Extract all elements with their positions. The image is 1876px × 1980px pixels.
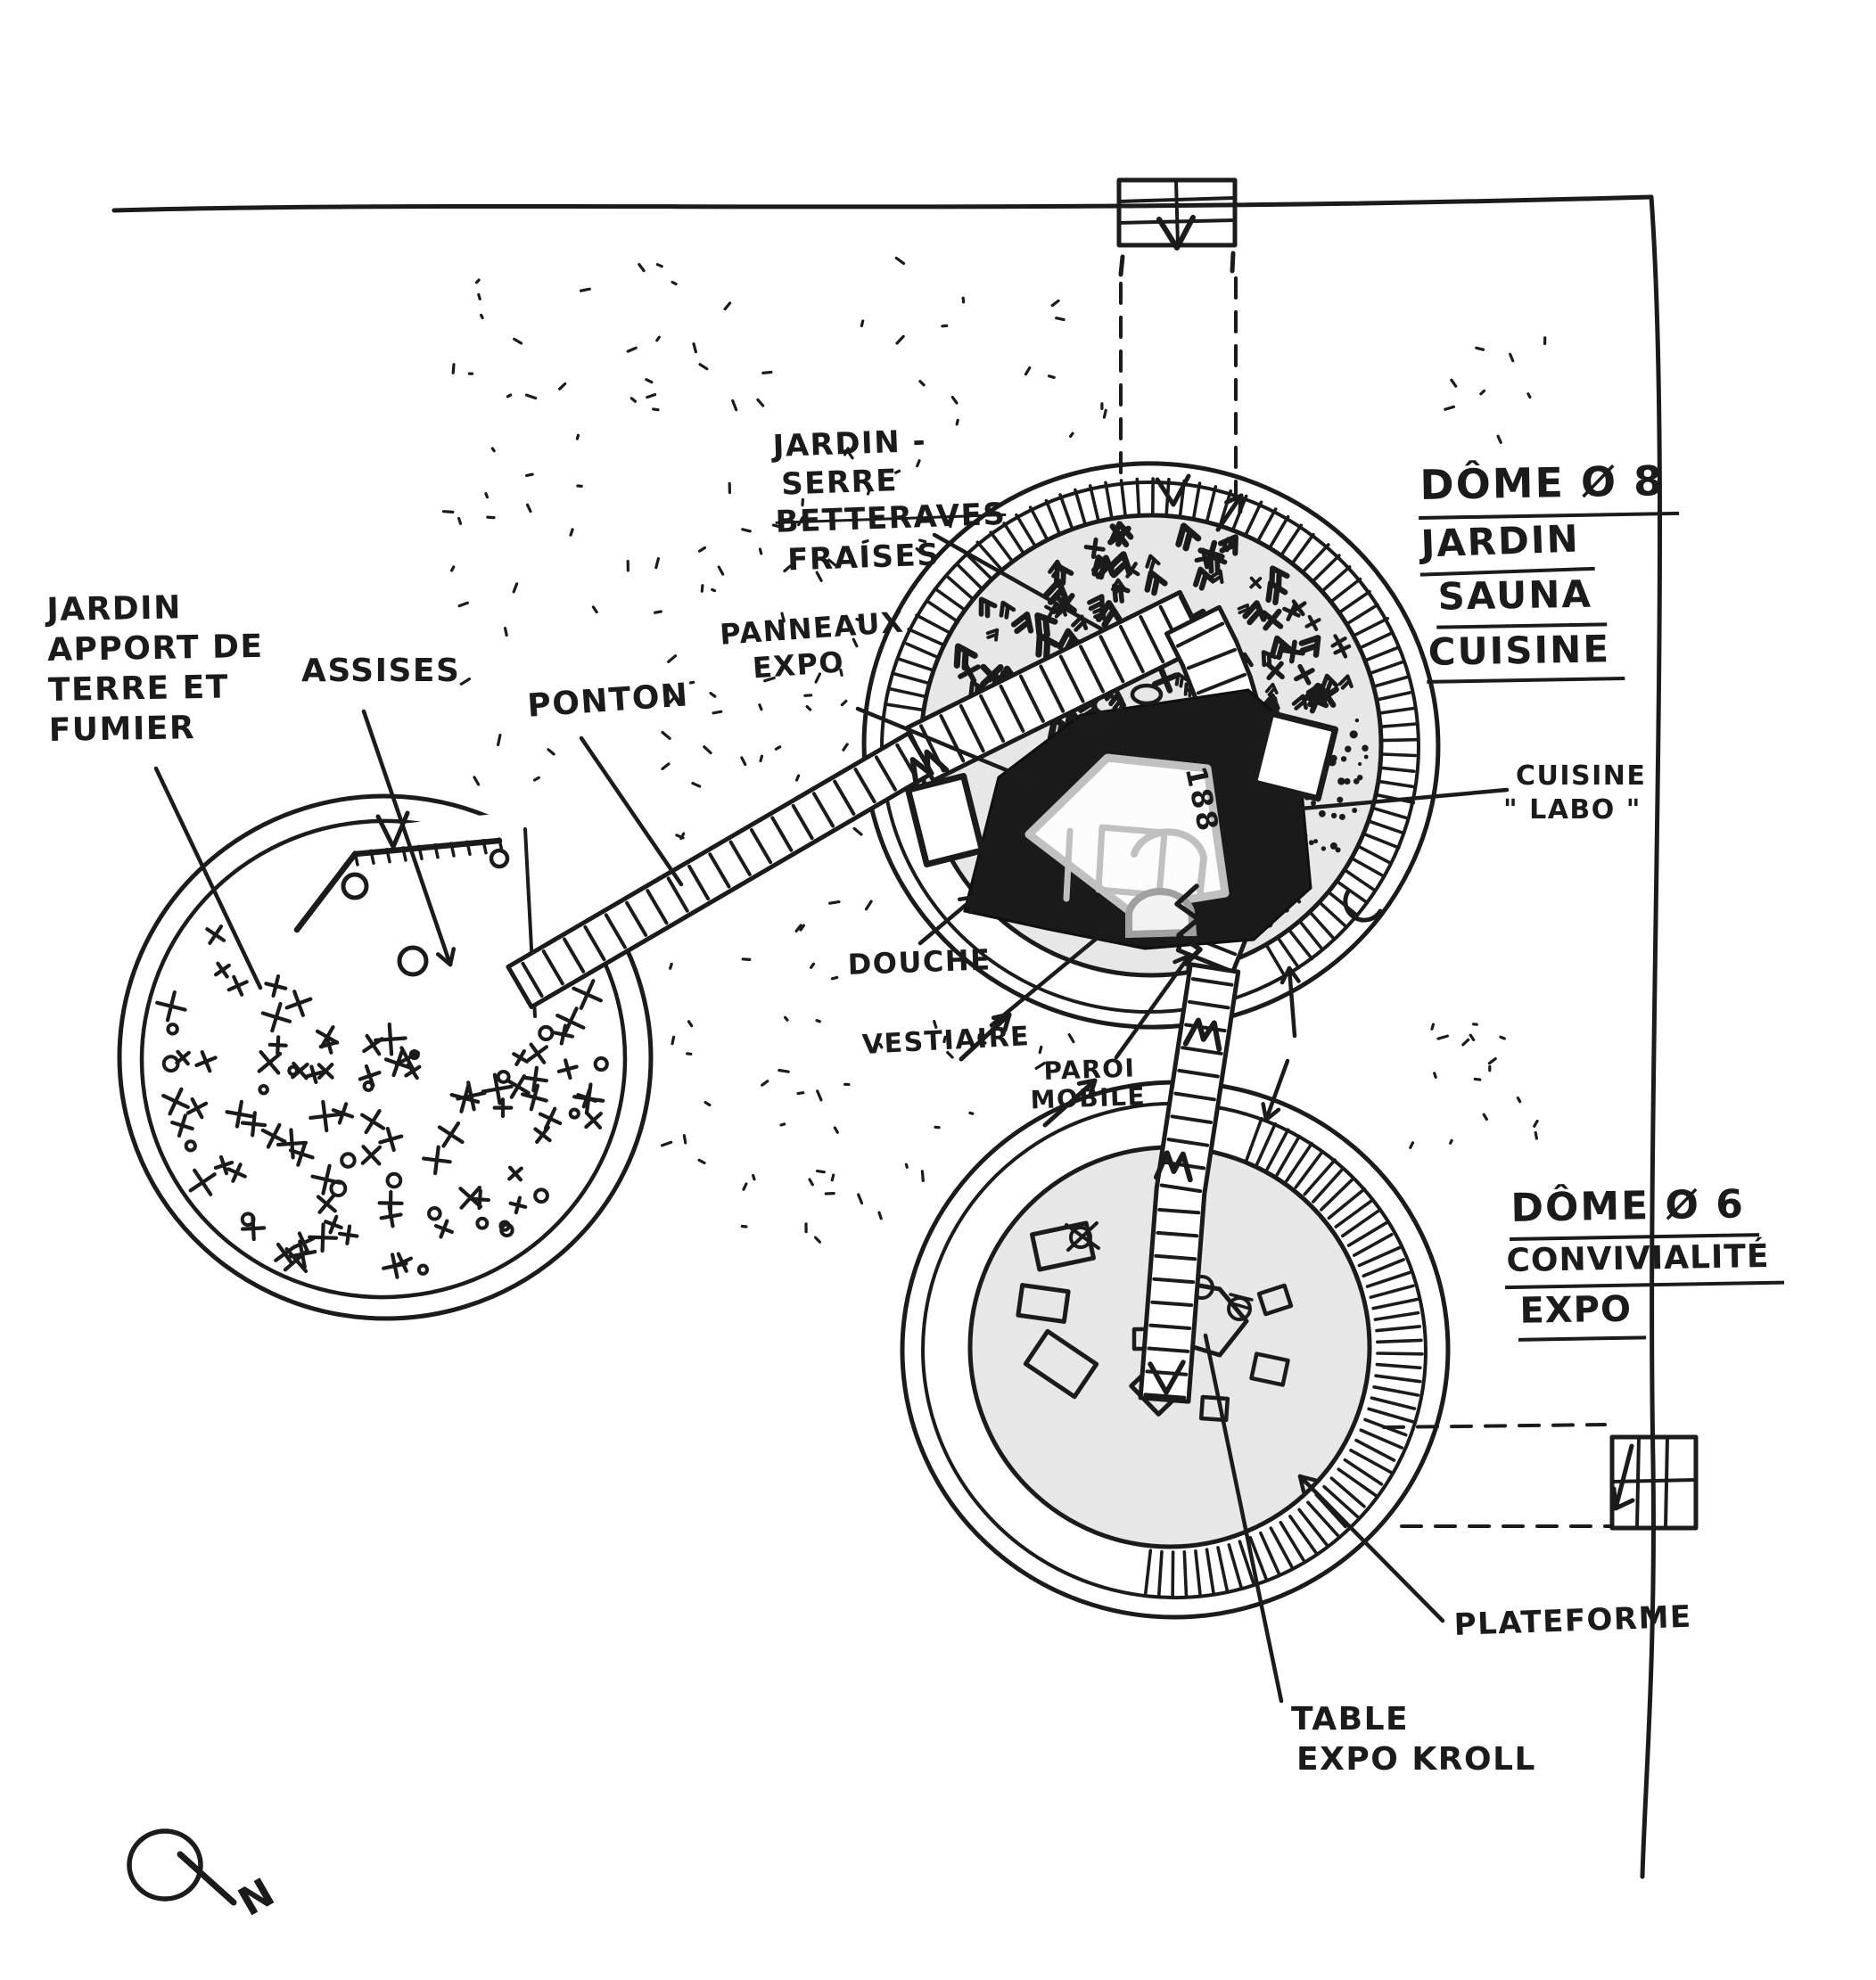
- dome8: [861, 461, 1441, 1128]
- label-jardin-apport: JARDIN APPORT DE TERRE ET FUMIER: [46, 589, 264, 749]
- stair-symbol-top: [1116, 177, 1238, 277]
- label-panneaux-expo: PANNEAUX EXPO: [719, 604, 906, 686]
- label-table-expo: TABLE EXPO KROLL: [1291, 1701, 1536, 1778]
- label-dome8-title-block: DÔME Ø 8 JARDIN SAUNA CUISINE: [1418, 455, 1682, 684]
- sauna: [963, 688, 1312, 950]
- bench-ticks: [353, 837, 504, 867]
- dashed-axis-lines: [1119, 276, 1612, 1528]
- ponton-marks: [909, 749, 1222, 1395]
- label-assises: ASSISES: [301, 653, 461, 689]
- label-cuisine-labo: CUISINE " LABO ": [1503, 760, 1647, 826]
- label-paroi-mobile: PAROI MOBILE: [1030, 1053, 1147, 1115]
- label-douche: DOUCHE: [847, 942, 992, 982]
- dome8-title: DÔME Ø 8: [1418, 455, 1679, 520]
- jardin-circle: [117, 793, 654, 1321]
- door-vestiaire: [905, 773, 985, 867]
- stair-symbol-right: [1609, 1434, 1699, 1531]
- paroi-mobile-zigzag: [1174, 883, 1203, 966]
- gravel-texture: [441, 256, 1547, 1244]
- dome6-title: DÔME Ø 6: [1509, 1179, 1760, 1241]
- leader-lines: [153, 532, 1510, 1704]
- assises-area: [276, 806, 615, 1029]
- garden-planting-texture: [155, 924, 609, 1279]
- north-circle-icon: [127, 1828, 203, 1902]
- dome8-ring-hatch: [885, 477, 1419, 978]
- door-cuisine: [1250, 710, 1339, 802]
- site-boundary: [111, 194, 1662, 1879]
- ponton-jardin-dome8: [506, 731, 934, 1009]
- label-dome6-title-block: DÔME Ø 6 CONVIVIALITÉ EXPO: [1504, 1179, 1785, 1342]
- north-indicator: [127, 1828, 237, 1906]
- label-jardin-serre: JARDIN - SERRE BETTERAVES FRAISES: [772, 423, 1007, 578]
